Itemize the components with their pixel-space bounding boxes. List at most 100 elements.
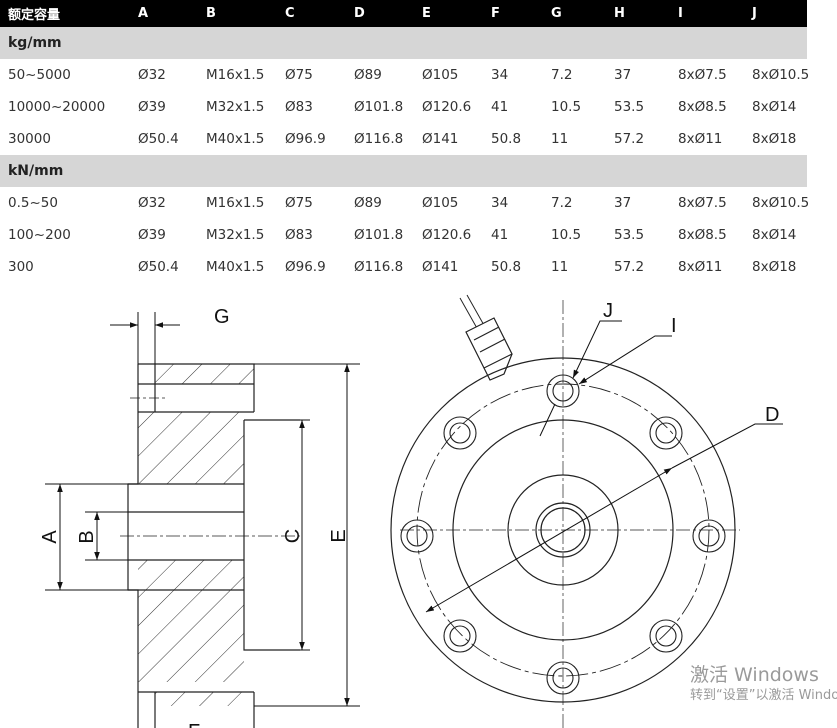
table-cell: 53.5	[614, 227, 645, 243]
side-dimension-labels: G A B C E F	[39, 306, 350, 728]
table-cell: 0.5~50	[8, 195, 58, 211]
table-cell: Ø89	[354, 67, 382, 83]
group-row-kn: kN/mm	[0, 155, 807, 187]
table-cell: 8xØ8.5	[678, 227, 727, 243]
header-c: C	[277, 0, 346, 27]
header-a: A	[130, 0, 198, 27]
table-cell: 7.2	[551, 67, 573, 83]
dim-label-c: C	[282, 529, 304, 543]
dim-label-f: F	[188, 721, 200, 728]
table-cell: 37	[614, 195, 632, 211]
table-cell: 8xØ18	[752, 259, 797, 275]
top-dimension-labels: J I D	[603, 300, 779, 426]
top-dimensions	[425, 320, 783, 613]
dim-label-j: J	[603, 300, 613, 322]
dim-label-g: G	[214, 306, 230, 328]
table-cell: 10000~20000	[8, 99, 106, 115]
table-cell: Ø105	[422, 67, 459, 83]
table-cell: 50.8	[491, 131, 522, 147]
table-cell: 50.8	[491, 259, 522, 275]
spec-table: 额定容量 A B C D E F G H I J kg/mm 50~5000 Ø…	[0, 0, 810, 283]
table-cell: 8xØ14	[752, 227, 797, 243]
dim-label-d: D	[765, 404, 779, 426]
table-cell: 8xØ10.5	[752, 195, 810, 211]
table-cell: 11	[551, 131, 569, 147]
table-cell: 57.2	[614, 131, 645, 147]
table-cell: Ø116.8	[354, 131, 404, 147]
header-row: 额定容量 A B C D E F G H I J	[0, 0, 807, 27]
table-cell: 8xØ7.5	[678, 195, 727, 211]
table-cell: M32x1.5	[206, 227, 265, 243]
table-cell: Ø96.9	[285, 131, 326, 147]
table-row: 100~200 Ø39 M32x1.5 Ø83 Ø101.8 Ø120.6 41…	[0, 219, 807, 251]
table-cell: Ø141	[422, 259, 459, 275]
table-cell: Ø75	[285, 195, 313, 211]
table-cell: Ø120.6	[422, 99, 472, 115]
table-cell: Ø105	[422, 195, 459, 211]
table-cell: 30000	[8, 131, 51, 147]
table-cell: Ø96.9	[285, 259, 326, 275]
table-cell: Ø32	[138, 67, 166, 83]
technical-drawing: G A B C E F	[39, 294, 783, 728]
table-cell: 53.5	[614, 99, 645, 115]
table-cell: M40x1.5	[206, 131, 265, 147]
header-d: D	[346, 0, 414, 27]
table-cell: Ø32	[138, 195, 166, 211]
table-cell: 37	[614, 67, 632, 83]
side-dimensions	[45, 312, 360, 707]
table-cell: Ø89	[354, 195, 382, 211]
table-cell: 11	[551, 259, 569, 275]
table-cell: 8xØ18	[752, 131, 797, 147]
table-row: 10000~20000 Ø39 M32x1.5 Ø83 Ø101.8 Ø120.…	[0, 91, 807, 123]
table-cell: Ø83	[285, 227, 313, 243]
table-cell: 57.2	[614, 259, 645, 275]
table-cell: Ø50.4	[138, 259, 179, 275]
dim-label-e: E	[328, 529, 350, 542]
table-cell: Ø116.8	[354, 259, 404, 275]
table-row: 50~5000 Ø32 M16x1.5 Ø75 Ø89 Ø105 34 7.2 …	[0, 59, 810, 91]
table-cell: 41	[491, 99, 509, 115]
table-cell: 34	[491, 67, 509, 83]
dim-label-a: A	[39, 530, 61, 544]
table-cell: Ø39	[138, 227, 166, 243]
header-g: G	[543, 0, 606, 27]
table-cell: M16x1.5	[206, 67, 265, 83]
table-row: 30000 Ø50.4 M40x1.5 Ø96.9 Ø116.8 Ø141 50…	[0, 123, 807, 155]
header-capacity: 额定容量	[0, 0, 130, 27]
table-cell: Ø75	[285, 67, 313, 83]
table-cell: M16x1.5	[206, 195, 265, 211]
table-row: 300 Ø50.4 M40x1.5 Ø96.9 Ø116.8 Ø141 50.8…	[0, 251, 807, 283]
header-i: I	[670, 0, 744, 27]
table-cell: 8xØ11	[678, 259, 723, 275]
table-cell: M32x1.5	[206, 99, 265, 115]
side-view	[120, 363, 300, 728]
header-h: H	[606, 0, 670, 27]
table-cell: 7.2	[551, 195, 573, 211]
table-cell: Ø120.6	[422, 227, 472, 243]
table-cell: 8xØ7.5	[678, 67, 727, 83]
group-label: kg/mm	[0, 27, 807, 59]
table-cell: 100~200	[8, 227, 71, 243]
table-cell: Ø50.4	[138, 131, 179, 147]
table-cell: 300	[8, 259, 34, 275]
table-cell: Ø39	[138, 99, 166, 115]
group-label: kN/mm	[0, 155, 807, 187]
table-cell: Ø101.8	[354, 99, 404, 115]
table-row: 0.5~50 Ø32 M16x1.5 Ø75 Ø89 Ø105 34 7.2 3…	[0, 187, 810, 219]
table-cell: Ø101.8	[354, 227, 404, 243]
table-cell: Ø83	[285, 99, 313, 115]
table-cell: 10.5	[551, 99, 582, 115]
table-cell: 50~5000	[8, 67, 71, 83]
table-cell: 8xØ8.5	[678, 99, 727, 115]
header-j: J	[744, 0, 807, 27]
header-b: B	[198, 0, 277, 27]
header-e: E	[414, 0, 483, 27]
table-cell: 34	[491, 195, 509, 211]
group-row-kg: kg/mm	[0, 27, 807, 59]
dim-label-i: I	[671, 315, 677, 337]
top-view	[390, 294, 740, 728]
table-cell: 8xØ14	[752, 99, 797, 115]
table-cell: 8xØ10.5	[752, 67, 810, 83]
table-cell: M40x1.5	[206, 259, 265, 275]
table-cell: 10.5	[551, 227, 582, 243]
